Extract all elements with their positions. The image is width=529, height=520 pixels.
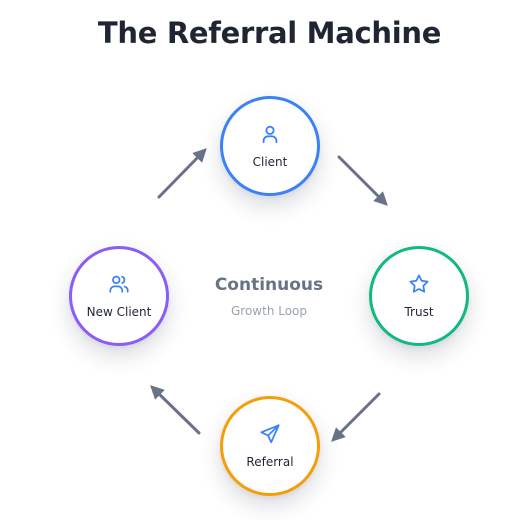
arrow-referral-to-new-client — [150, 385, 201, 435]
star-icon — [408, 273, 430, 295]
node-trust: Trust — [369, 246, 469, 346]
center-title: Continuous — [214, 275, 324, 295]
user-icon — [259, 123, 281, 145]
arrow-new-client-to-client — [157, 148, 207, 199]
users-icon — [108, 273, 130, 295]
center-subtitle: Growth Loop — [230, 304, 308, 318]
arrow-client-to-trust — [337, 155, 388, 206]
arrow-trust-to-referral — [331, 392, 381, 442]
node-new-client-label: New Client — [86, 305, 152, 319]
paper-plane-icon — [259, 423, 281, 445]
node-client-label: Client — [252, 155, 288, 169]
node-client: Client — [220, 96, 320, 196]
node-referral: Referral — [220, 396, 320, 496]
diagram-title: The Referral Machine — [97, 16, 442, 50]
node-trust-label: Trust — [404, 305, 434, 319]
node-referral-label: Referral — [246, 455, 294, 469]
node-new-client: New Client — [69, 246, 169, 346]
